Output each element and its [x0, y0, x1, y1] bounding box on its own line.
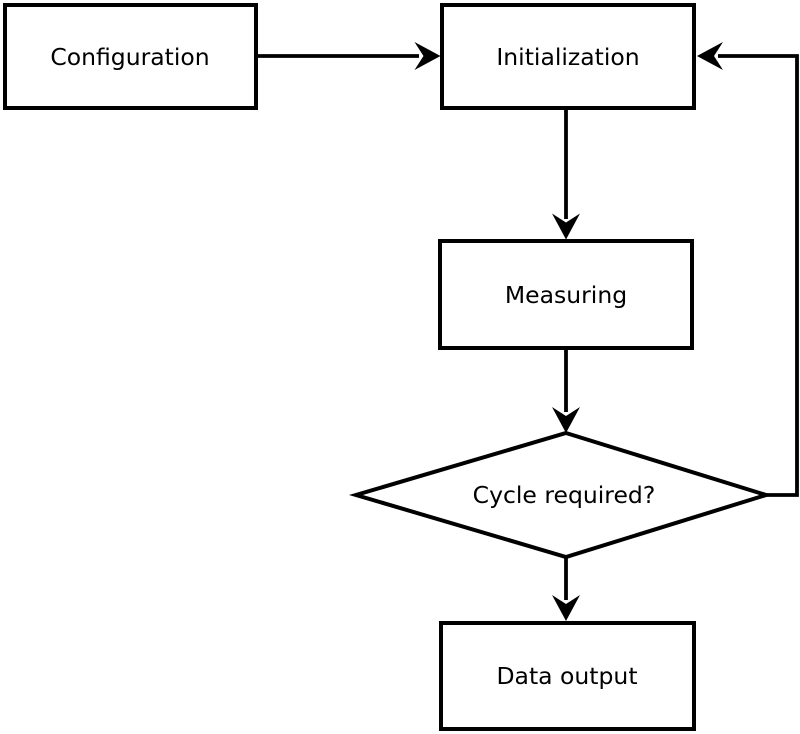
measuring-label: Measuring [505, 281, 627, 309]
edge-cycle-required-to-data-output [552, 557, 580, 621]
initialization-label: Initialization [496, 43, 639, 71]
configuration-label: Configuration [50, 43, 209, 71]
node-configuration: Configuration [3, 3, 258, 110]
edge-configuration-to-initialization [257, 42, 441, 70]
data-output-box [439, 621, 696, 731]
edge-measuring-to-cycle-required [552, 350, 580, 433]
edge-cycle-required-to-initialization-feedback [697, 42, 799, 497]
node-measuring: Measuring [438, 239, 694, 350]
node-initialization: Initialization [440, 3, 696, 110]
edge-initialization-to-measuring [552, 110, 580, 240]
arrowhead-down [552, 595, 580, 621]
arrowhead-down [552, 213, 580, 240]
arrowhead-down [552, 407, 580, 433]
node-data-output: Data output [439, 621, 696, 731]
edge-line [718, 54, 799, 497]
initialization-box [440, 3, 696, 110]
cycle-required-label: Cycle required? [473, 481, 656, 509]
measuring-box [438, 239, 694, 350]
cycle-required-diamond [348, 430, 773, 560]
arrowhead-left [697, 42, 723, 70]
data-output-label: Data output [496, 662, 637, 690]
node-cycle-required: Cycle required? [348, 430, 773, 560]
arrowhead-right [414, 42, 441, 70]
configuration-box [3, 3, 258, 110]
